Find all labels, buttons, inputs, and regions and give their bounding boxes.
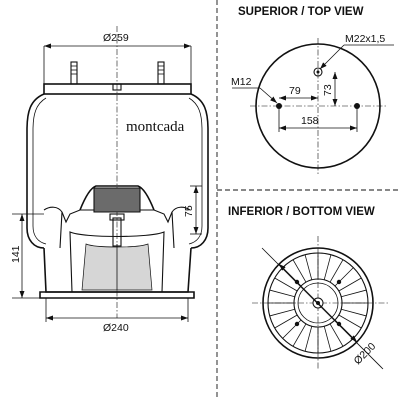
piston-rib [323, 326, 332, 352]
bottom-view-title: INFERIOR / BOTTOM VIEW [228, 206, 375, 218]
dimension-label-79: 79 [289, 85, 301, 97]
mounting-stud-left [70, 61, 78, 85]
piston-rib [292, 259, 307, 283]
dimension-top-diameter: Ø259 [43, 32, 192, 84]
dimension-height: 141 [10, 213, 44, 299]
dimension-bottom-diameter: Ø240 [45, 298, 189, 334]
piston-rib [323, 254, 332, 280]
dimension-label-top-diameter: Ø259 [103, 32, 129, 44]
dimension-label-bottom-diameter: Ø240 [103, 322, 129, 334]
piston-rib [329, 259, 344, 283]
label-stud-thread: M12 [231, 76, 252, 88]
side-view: Ø259 Ø240 141 75 montcada [10, 26, 209, 334]
piston-rib [304, 254, 313, 280]
panel-dividers [216, 0, 400, 400]
stud-hole-right [354, 103, 360, 109]
piston-rib [269, 308, 295, 317]
piston-rib [338, 277, 362, 292]
mounting-stud-right [157, 61, 165, 85]
dimension-label-height: 141 [10, 245, 22, 263]
dimension-label-73: 73 [322, 84, 334, 96]
piston-rib [304, 326, 313, 352]
piston-rib [274, 314, 298, 329]
dimension-piston-height: 75 [183, 185, 202, 235]
piston-rib [341, 308, 367, 317]
label-air-thread: M22x1,5 [345, 33, 385, 45]
stud-hole-left [276, 103, 282, 109]
piston-rib [292, 323, 307, 347]
dimension-label-158: 158 [301, 115, 319, 127]
brand-logo: montcada [126, 119, 185, 135]
top-view: SUPERIOR / TOP VIEW M22x1,5 M12 79 73 15… [231, 6, 394, 174]
bottom-view: INFERIOR / BOTTOM VIEW Ø200 [228, 206, 388, 370]
top-view-title: SUPERIOR / TOP VIEW [238, 6, 364, 18]
piston-rib [338, 314, 362, 329]
piston-rib [341, 289, 367, 298]
piston-rib [269, 289, 295, 298]
dimension-label-piston: 75 [183, 205, 195, 217]
dimension-label-bottom-view-diameter: Ø200 [352, 340, 379, 367]
air-fitting [313, 67, 323, 77]
